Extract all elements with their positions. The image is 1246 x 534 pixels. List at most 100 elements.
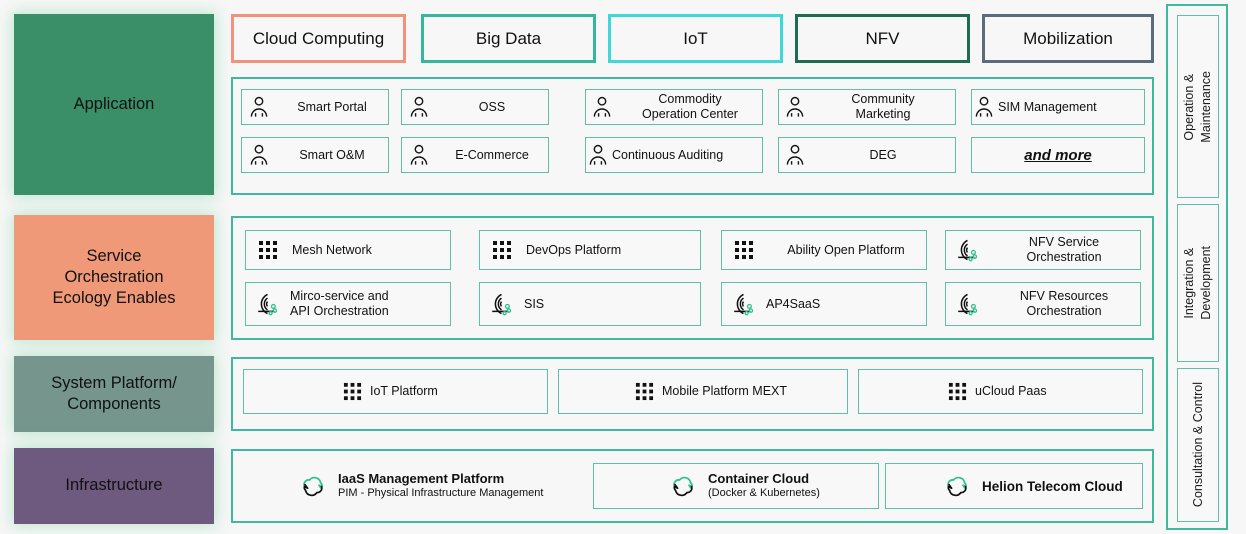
sys-card-iot-platform[interactable]: IoT Platform bbox=[243, 369, 548, 414]
orchestration-icon bbox=[946, 238, 988, 262]
infrastructure-content-frame: IaaS Management Platform PIM - Physical … bbox=[231, 449, 1154, 523]
svc-card-ability-open-platform-label: Ability Open Platform bbox=[787, 242, 905, 257]
infra-card-container-cloud-subtitle: (Docker & Kubernetes) bbox=[708, 487, 820, 500]
tag-iot-label: IoT bbox=[683, 28, 708, 48]
layer-label-infrastructure-text: Infrastructure bbox=[65, 476, 163, 495]
tag-cloud-computing-label: Cloud Computing bbox=[252, 28, 385, 48]
infra-card-iaas-title: IaaS Management Platform bbox=[338, 471, 505, 486]
svc-card-sis-label: SIS bbox=[524, 296, 545, 311]
sys-card-ucloud-paas-label: uCloud Paas bbox=[975, 384, 1047, 398]
person-icon bbox=[242, 96, 276, 118]
tag-mobilization-label: Mobilization bbox=[1023, 28, 1113, 48]
svc-card-mesh-network-label: Mesh Network bbox=[292, 242, 372, 257]
infra-card-helion-telecom-cloud-title: Helion Telecom Cloud bbox=[982, 478, 1123, 494]
dot-grid-icon bbox=[480, 240, 524, 260]
app-card-smart-portal-label: Smart Portal bbox=[297, 99, 367, 114]
svc-card-ap4saas-label: AP4SaaS bbox=[766, 296, 821, 311]
app-card-smart-portal[interactable]: Smart Portal bbox=[241, 89, 389, 125]
svc-card-devops-platform[interactable]: DevOps Platform bbox=[479, 230, 701, 270]
person-icon bbox=[242, 144, 276, 166]
rail-item-consultation-control[interactable]: Consultation & Control bbox=[1177, 368, 1219, 522]
app-card-and-more-label: and more bbox=[1024, 146, 1092, 164]
infra-card-iaas-subtitle: PIM - Physical Infrastructure Management bbox=[338, 487, 544, 500]
orchestration-icon bbox=[946, 292, 988, 316]
svc-card-ap4saas[interactable]: AP4SaaS bbox=[721, 282, 927, 326]
tag-iot[interactable]: IoT bbox=[608, 14, 783, 63]
person-icon bbox=[972, 96, 996, 118]
person-icon bbox=[402, 96, 436, 118]
right-rail: Operation &Maintenance Integration &Deve… bbox=[1166, 4, 1228, 530]
svc-card-sis[interactable]: SIS bbox=[479, 282, 701, 326]
app-card-sim-management-label: SIM Management bbox=[998, 99, 1097, 114]
dot-grid-icon bbox=[244, 382, 362, 401]
dot-grid-icon bbox=[859, 382, 967, 401]
cloud-icon bbox=[886, 474, 972, 498]
app-card-deg[interactable]: DEG bbox=[778, 137, 956, 173]
rail-item-integration-development-label: Integration &Development bbox=[1182, 246, 1213, 320]
app-card-continuous-auditing-label: Continuous Auditing bbox=[612, 147, 724, 162]
app-card-smart-om-label: Smart O&M bbox=[299, 147, 365, 162]
dot-grid-icon bbox=[246, 240, 290, 260]
tag-nfv-label: NFV bbox=[865, 28, 900, 48]
layer-label-application-text: Application bbox=[73, 94, 155, 113]
infra-card-iaas-management-platform[interactable]: IaaS Management Platform PIM - Physical … bbox=[241, 463, 587, 509]
person-icon bbox=[779, 96, 811, 118]
tag-mobilization[interactable]: Mobilization bbox=[982, 14, 1154, 63]
app-card-oss[interactable]: OSS bbox=[401, 89, 549, 125]
person-icon bbox=[402, 144, 436, 166]
cloud-icon bbox=[242, 474, 328, 498]
tag-big-data-label: Big Data bbox=[475, 28, 542, 48]
app-card-oss-label: OSS bbox=[478, 99, 506, 114]
sys-card-mobile-platform-mext[interactable]: Mobile Platform MEXT bbox=[558, 369, 848, 414]
rail-item-operation-maintenance[interactable]: Operation &Maintenance bbox=[1177, 15, 1219, 198]
app-card-deg-label: DEG bbox=[869, 147, 897, 162]
rail-item-integration-development[interactable]: Integration &Development bbox=[1177, 204, 1219, 362]
infra-card-container-cloud[interactable]: Container Cloud (Docker & Kubernetes) bbox=[593, 463, 879, 509]
layer-label-application: Application bbox=[14, 14, 214, 195]
cloud-icon bbox=[594, 474, 698, 498]
dot-grid-icon bbox=[559, 382, 654, 401]
sys-card-ucloud-paas[interactable]: uCloud Paas bbox=[858, 369, 1143, 414]
svc-card-ability-open-platform[interactable]: Ability Open Platform bbox=[721, 230, 927, 270]
svc-card-devops-platform-label: DevOps Platform bbox=[526, 242, 622, 257]
person-icon bbox=[586, 96, 618, 118]
person-icon bbox=[779, 144, 811, 166]
rail-item-operation-maintenance-label: Operation &Maintenance bbox=[1182, 70, 1213, 143]
tag-nfv[interactable]: NFV bbox=[795, 14, 970, 63]
sys-card-iot-platform-label: IoT Platform bbox=[370, 384, 438, 398]
app-card-continuous-auditing[interactable]: Continuous Auditing bbox=[585, 137, 763, 173]
app-card-and-more[interactable]: and more bbox=[971, 137, 1145, 173]
infra-card-helion-telecom-cloud[interactable]: Helion Telecom Cloud bbox=[885, 463, 1143, 509]
infra-card-container-cloud-title: Container Cloud bbox=[708, 471, 810, 486]
app-card-e-commerce-label: E-Commerce bbox=[455, 147, 529, 162]
app-card-sim-management[interactable]: SIM Management bbox=[971, 89, 1145, 125]
infra-card-iaas-text-block: IaaS Management Platform PIM - Physical … bbox=[328, 471, 543, 501]
orchestration-icon bbox=[480, 292, 522, 316]
tag-cloud-computing[interactable]: Cloud Computing bbox=[231, 14, 406, 63]
rail-item-consultation-control-label: Consultation & Control bbox=[1190, 382, 1205, 508]
person-icon bbox=[586, 144, 610, 166]
layer-label-system-platform-text: System Platform/Components bbox=[51, 373, 177, 413]
orchestration-icon bbox=[722, 292, 764, 316]
layer-label-infrastructure: Infrastructure bbox=[14, 448, 214, 524]
infra-card-container-cloud-text-block: Container Cloud (Docker & Kubernetes) bbox=[698, 471, 820, 501]
app-card-smart-om[interactable]: Smart O&M bbox=[241, 137, 389, 173]
tag-big-data[interactable]: Big Data bbox=[421, 14, 596, 63]
svc-card-mesh-network[interactable]: Mesh Network bbox=[245, 230, 451, 270]
app-card-e-commerce[interactable]: E-Commerce bbox=[401, 137, 549, 173]
dot-grid-icon bbox=[722, 240, 766, 260]
